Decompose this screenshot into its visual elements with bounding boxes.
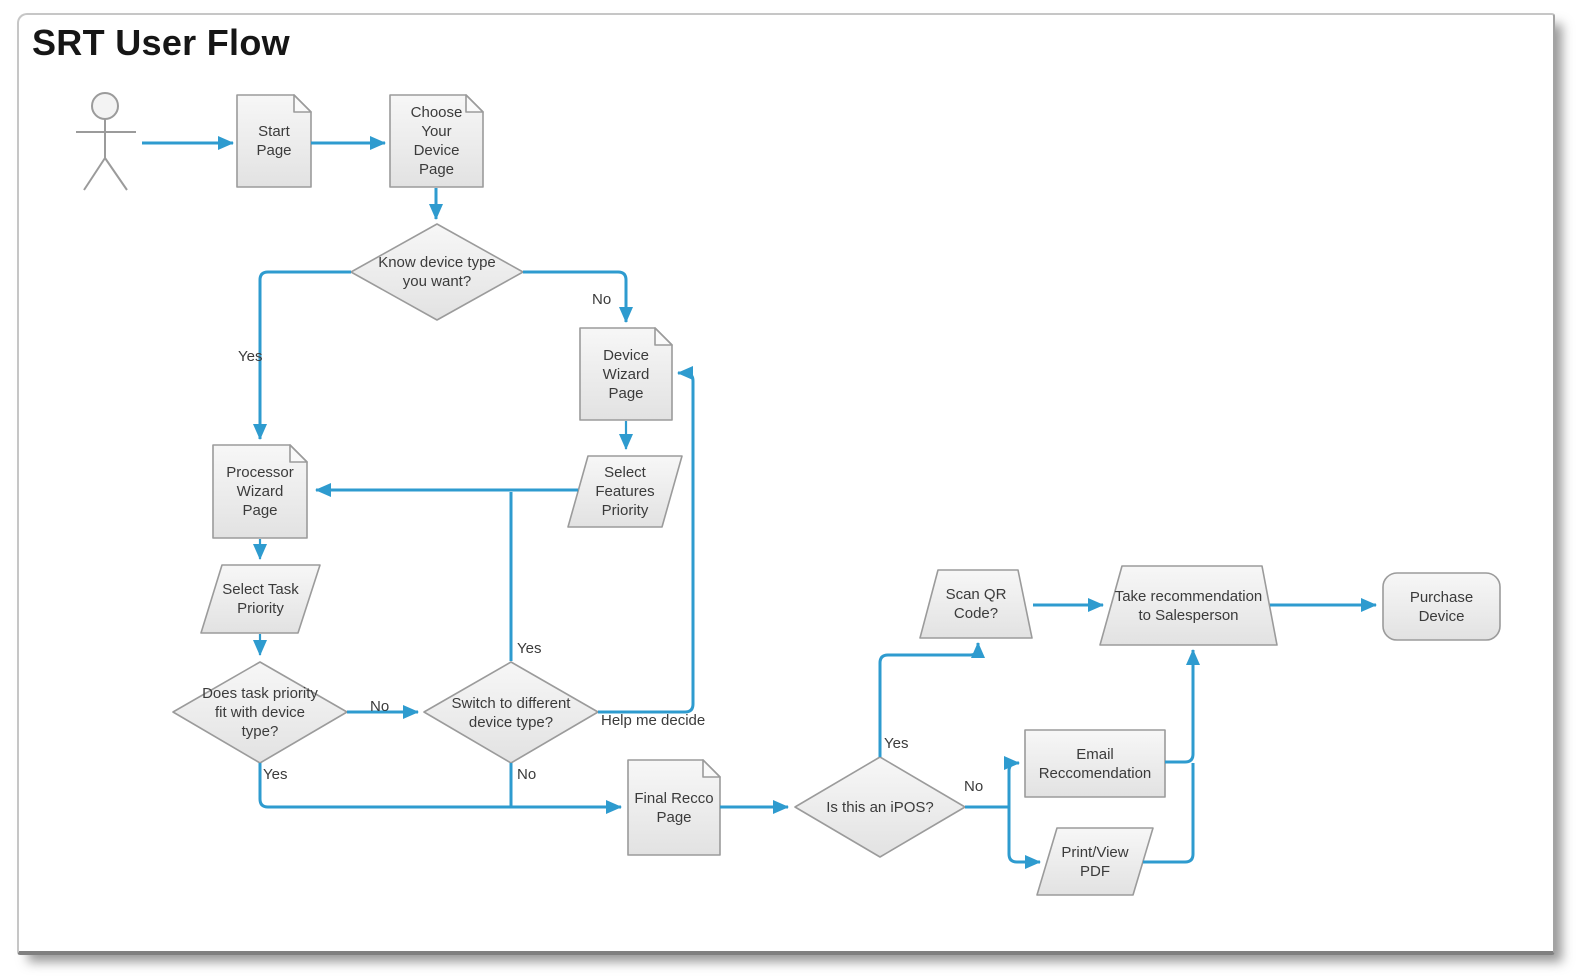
edge-print-to-take-rec — [1143, 763, 1195, 864]
edge-does-yes-to-final — [258, 763, 622, 814]
node-device-wizard-page: Device Wizard Page — [602, 346, 650, 402]
node-is-this-an-ipos: Is this an iPOS? — [826, 798, 934, 816]
node-select-task-priority: Select Task Priority — [222, 581, 299, 617]
is-this-an-ipos-decision-shape — [794, 756, 966, 858]
select-features-priority-shape — [567, 455, 683, 528]
node-start-page: Start Page — [256, 123, 292, 159]
edge-label-know-yes: Yes — [238, 348, 263, 365]
edge-know-yes-to-processor — [253, 270, 351, 440]
device-wizard-page-shape — [579, 327, 673, 421]
edge-no-to-print — [1007, 807, 1041, 869]
node-processor-wizard-page: Processor Wizard Page — [226, 464, 294, 519]
edge-label-switch-no: No — [517, 766, 537, 783]
node-choose-device-page: Choose Your Device Page — [410, 104, 463, 178]
select-task-priority-shape — [200, 564, 321, 634]
processor-wizard-page-shape — [212, 444, 308, 539]
final-recco-page-fold — [702, 759, 721, 778]
edge-label-ipos-no: No — [964, 778, 984, 795]
edge-label-does-yes: Yes — [263, 766, 288, 783]
node-does-task-priority-fit: Does task priority fit with device type? — [202, 685, 318, 740]
node-purchase-device: Purchase Device — [1409, 588, 1474, 625]
print-view-pdf-shape — [1036, 827, 1154, 896]
node-select-features-priority: Select Features Priority — [595, 464, 655, 519]
take-recommendation-shape — [1099, 565, 1278, 646]
node-scan-qr-code: Scan QR Code? — [945, 586, 1007, 622]
edge-label-does-no: No — [370, 698, 390, 715]
choose-device-page-shape — [389, 94, 484, 188]
edge-label-help-me-decide: Help me decide — [601, 712, 706, 729]
node-email-reccomendation: Email Reccomendation — [1038, 745, 1152, 782]
device-wizard-page-fold — [654, 327, 673, 346]
node-final-recco-page: Final Recco Page — [634, 789, 714, 826]
edge-label-ipos-yes: Yes — [884, 735, 909, 752]
edge-label-switch-yes: Yes — [517, 640, 542, 657]
choose-device-page-fold — [465, 94, 484, 113]
start-page-shape — [236, 94, 312, 188]
edge-ipos-yes-to-scan-qr — [878, 642, 985, 757]
node-print-view-pdf: Print/View PDF — [1061, 843, 1129, 880]
edge-email-to-take-rec — [1165, 649, 1200, 764]
edge-switch-help-to-device-wizard — [598, 366, 695, 714]
processor-wizard-page-fold — [289, 444, 308, 463]
know-device-type-decision-shape — [350, 223, 524, 321]
start-page-fold — [293, 94, 312, 113]
user-actor-icon — [76, 92, 136, 191]
node-take-recommendation: Take recommendation to Salesperson — [1114, 587, 1263, 624]
edge-no-to-email — [1004, 756, 1020, 807]
edge-know-no-to-device-wizard — [523, 270, 633, 323]
page-title: SRT User Flow — [32, 22, 290, 63]
final-recco-page-shape — [627, 759, 721, 856]
edge-label-know-no: No — [592, 291, 612, 308]
purchase-device-shape — [1382, 572, 1501, 641]
node-know-device-type: Know device type you want? — [378, 254, 496, 290]
node-switch-device-type: Switch to different device type? — [451, 694, 571, 731]
scan-qr-code-shape — [919, 569, 1033, 639]
